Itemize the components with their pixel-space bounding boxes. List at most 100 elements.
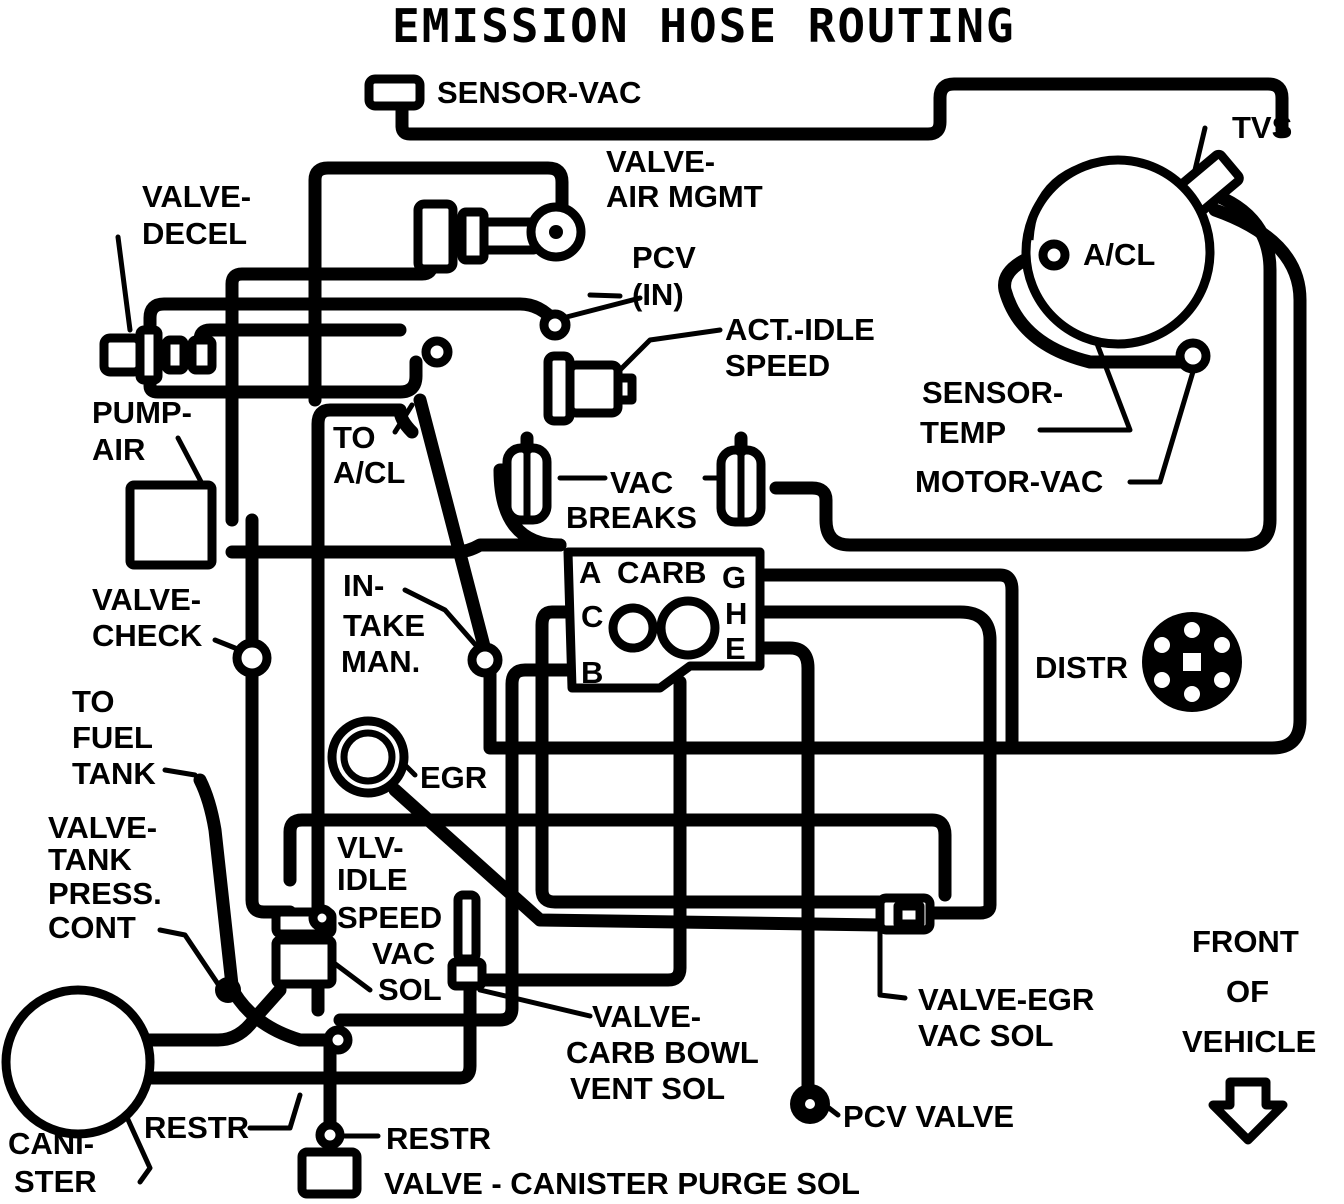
label-restr-1: RESTR (144, 1110, 249, 1145)
label-to-fuel-tank-2: FUEL (72, 720, 153, 755)
hose-pump-air (143, 355, 423, 399)
hose-decel-top (143, 297, 562, 347)
pump-air-icon (125, 480, 217, 570)
label-front-1: FRONT (1192, 924, 1299, 959)
label-carb-bowl-3: VENT SOL (570, 1071, 725, 1106)
hose-network (73, 77, 1307, 1152)
canister-icon (1, 985, 155, 1139)
label-sensor-temp-2: TEMP (920, 415, 1006, 450)
label-valve-egr-vac-sol-1: VALVE-EGR (918, 982, 1094, 1017)
label-carb-port-g: G (722, 560, 746, 595)
distributor-icon (1142, 612, 1242, 712)
label-pcv-in-1: PCV (632, 240, 696, 275)
valve-air-mgmt-icon (413, 199, 586, 274)
label-valve-decel-1: VALVE- (142, 179, 251, 214)
air-cleaner-icon (1021, 155, 1215, 374)
label-carb-port-a: A (579, 555, 601, 590)
label-acl: A/CL (1083, 237, 1155, 272)
carburetor-icon (563, 547, 765, 693)
label-vlv-idle-1: VLV- (337, 830, 404, 865)
label-valve-air-mgmt-1: VALVE- (606, 144, 715, 179)
tank-press-cont-junction-icon (215, 977, 241, 1003)
label-to-fuel-tank-3: TANK (72, 756, 156, 791)
label-vlv-idle-4: VAC (372, 936, 435, 971)
label-valve-check-2: CHECK (92, 618, 203, 653)
label-to-acl-2: A/CL (333, 455, 405, 490)
label-pcv-valve: PCV VALVE (843, 1099, 1014, 1134)
label-act-idle-1: ACT.-IDLE (725, 312, 875, 347)
label-vac-breaks-1: VAC (610, 465, 673, 500)
canister-purge-sol-icon (297, 1147, 362, 1199)
intake-manifold-port-icon (467, 642, 503, 678)
label-valve-tank-4: CONT (48, 910, 136, 945)
label-front-2: OF (1226, 974, 1269, 1009)
label-carb-port-h: H (725, 596, 747, 631)
label-vac-breaks-2: BREAKS (566, 500, 697, 535)
hose-carb-g (758, 568, 1019, 755)
label-intake-man-3: MAN. (341, 644, 420, 679)
label-sensor-temp-1: SENSOR- (922, 375, 1063, 410)
label-act-idle-2: SPEED (725, 348, 830, 383)
hose-egr-diag (388, 783, 887, 932)
label-carb-port-b: B (581, 655, 603, 690)
label-carb-bowl-2: CARB BOWL (566, 1035, 759, 1070)
label-tvs: TVS (1232, 110, 1292, 145)
hose-carb-c (535, 605, 887, 909)
hose-canister-2 (73, 953, 477, 1085)
valve-check-icon (232, 638, 272, 678)
label-valve-egr-vac-sol-2: VAC SOL (918, 1018, 1054, 1053)
label-sensor-vac: SENSOR-VAC (437, 75, 641, 110)
label-front-3: VEHICLE (1182, 1024, 1316, 1059)
egr-valve-icon (327, 716, 409, 798)
label-intake-man-1: IN- (343, 568, 384, 603)
restr-upper-icon (323, 1025, 353, 1055)
label-canister-2: STER (14, 1164, 97, 1199)
act-idle-speed-icon (543, 351, 637, 426)
label-egr: EGR (420, 760, 487, 795)
label-distr: DISTR (1035, 650, 1128, 685)
label-restr-2: RESTR (386, 1121, 491, 1156)
vac-break-right-icon (716, 431, 766, 527)
hose-carb-bottom (471, 675, 687, 987)
valve-carb-bowl-vent-sol-icon (447, 890, 487, 991)
pcv-in-port-icon (539, 309, 571, 341)
diagram-title: EMISSION HOSE ROUTING (392, 0, 1016, 53)
hose-sensor-vac (395, 77, 1289, 141)
label-vlv-idle-3: SPEED (337, 900, 442, 935)
label-carb-port-c: C (581, 599, 603, 634)
hose-carb-feed (225, 538, 567, 559)
label-canister-1: CANI- (8, 1126, 94, 1161)
pcv-junction-icon (421, 336, 453, 368)
label-valve-check-1: VALVE- (92, 582, 201, 617)
labels: SENSOR-VAC TVS VALVE- AIR MGMT VALVE- DE… (8, 75, 1316, 1201)
hose-acl-loop (998, 243, 1197, 369)
hose-carb-h (758, 605, 997, 920)
label-valve-tank-1: VALVE- (48, 810, 157, 845)
label-vlv-idle-5: SOL (378, 972, 442, 1007)
label-intake-man-2: TAKE (343, 608, 425, 643)
hose-vac-break-left (493, 463, 567, 552)
label-vlv-idle-2: IDLE (337, 862, 408, 897)
hose-check-valve (245, 513, 297, 919)
front-of-vehicle-arrow-icon (1208, 1077, 1288, 1145)
hose-egr-sol-loop (283, 813, 952, 902)
label-pcv-in-2: (IN) (632, 277, 684, 312)
label-pump-air-1: PUMP- (92, 395, 192, 430)
label-valve-decel-2: DECEL (142, 216, 247, 251)
label-valve-tank-3: PRESS. (48, 876, 162, 911)
label-to-fuel-tank-1: TO (72, 684, 115, 719)
label-valve-air-mgmt-2: AIR MGMT (606, 179, 763, 214)
hose-intake-diag (413, 393, 492, 657)
pcv-valve-icon (790, 1084, 830, 1124)
label-canister-purge-sol: VALVE - CANISTER PURGE SOL (384, 1166, 860, 1201)
hose-carb-e (758, 641, 815, 1107)
restr-lower-icon (315, 1120, 345, 1150)
vlv-idle-speed-vac-sol-icon (271, 904, 337, 989)
hose-tvs-loop (483, 203, 1307, 755)
label-pump-air-2: AIR (92, 432, 145, 467)
label-carb-bowl-1: VALVE- (592, 999, 701, 1034)
hose-carb-b (333, 663, 579, 1027)
label-motor-vac: MOTOR-VAC (915, 464, 1103, 499)
label-valve-tank-2: TANK (48, 842, 132, 877)
